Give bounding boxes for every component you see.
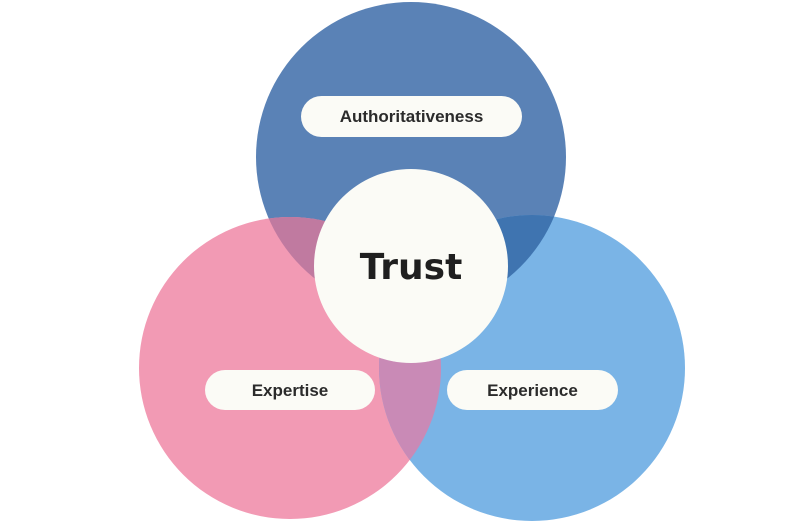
authoritativeness-pill: Authoritativeness bbox=[301, 96, 522, 137]
experience-pill: Experience bbox=[447, 370, 618, 410]
expertise-pill: Expertise bbox=[205, 370, 375, 410]
experience-label: Experience bbox=[487, 381, 578, 400]
authoritativeness-label: Authoritativeness bbox=[340, 107, 484, 126]
trust-center-circle bbox=[314, 169, 508, 363]
trust-label: Trust bbox=[360, 247, 463, 288]
expertise-label: Expertise bbox=[252, 381, 329, 400]
